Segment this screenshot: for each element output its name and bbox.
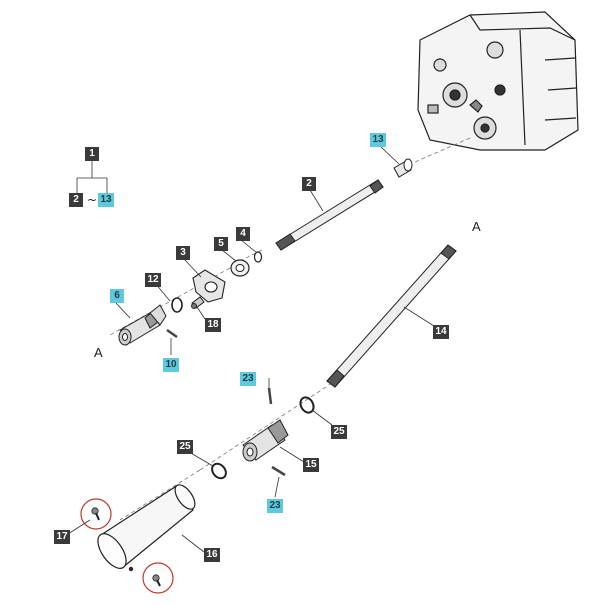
callout-4-snap-ring: 4 — [236, 227, 250, 241]
screw-part-17-top — [80, 498, 112, 530]
callout-leader-lines — [67, 145, 435, 553]
callout-17-screw: 17 — [54, 530, 70, 544]
callout-18-pin: 18 — [205, 318, 221, 332]
connection-letter-a-right: A — [472, 219, 481, 234]
pin-part-10 — [166, 328, 178, 339]
callout-2-shaft: 2 — [302, 177, 316, 191]
universal-joint-part-15 — [242, 419, 289, 462]
callout-5-washer: 5 — [214, 237, 228, 251]
pin-part-23-top — [267, 387, 273, 405]
shaft-cover-part-16 — [97, 484, 196, 572]
screw-part-17-bottom — [142, 562, 174, 594]
callout-15-universal-joint: 15 — [303, 458, 319, 472]
callout-23-pin-bottom: 23 — [267, 499, 283, 513]
callout-13-bushing: 13 — [370, 133, 386, 147]
pin-part-23-bottom — [271, 465, 286, 477]
callout-25-ring-right: 25 — [331, 425, 347, 439]
callout-legend-1: 1 — [85, 147, 99, 161]
pin-part-18 — [191, 296, 205, 309]
universal-joint-part-6 — [118, 304, 167, 346]
callout-12-ring: 12 — [145, 273, 161, 287]
callout-legend-2: 2 — [69, 193, 83, 207]
shaft-part-14 — [326, 244, 457, 388]
callout-23-pin-top: 23 — [240, 372, 256, 386]
callout-6-universal-joint: 6 — [110, 289, 124, 303]
callout-16-cover: 16 — [204, 548, 220, 562]
bushing-part-13 — [393, 158, 413, 178]
callout-legend-13: 13 — [98, 193, 114, 207]
callout-25-ring-left: 25 — [177, 440, 193, 454]
ring-part-25-left — [211, 462, 227, 480]
legend-range-tilde: ~ — [87, 193, 98, 207]
callout-3-bracket: 3 — [176, 246, 190, 260]
assembly-center-lines — [109, 137, 471, 521]
callout-10-pin: 10 — [163, 358, 179, 372]
shaft-part-2 — [275, 179, 384, 251]
snap-ring-part-4 — [253, 251, 263, 263]
callout-14-shaft: 14 — [433, 325, 449, 339]
ring-part-12 — [171, 297, 183, 313]
bracket-part-3 — [192, 269, 226, 303]
transmission-housing — [417, 11, 579, 151]
washer-part-5 — [230, 259, 250, 277]
connection-letter-a-left: A — [94, 345, 103, 360]
ring-part-25-right — [299, 396, 315, 414]
